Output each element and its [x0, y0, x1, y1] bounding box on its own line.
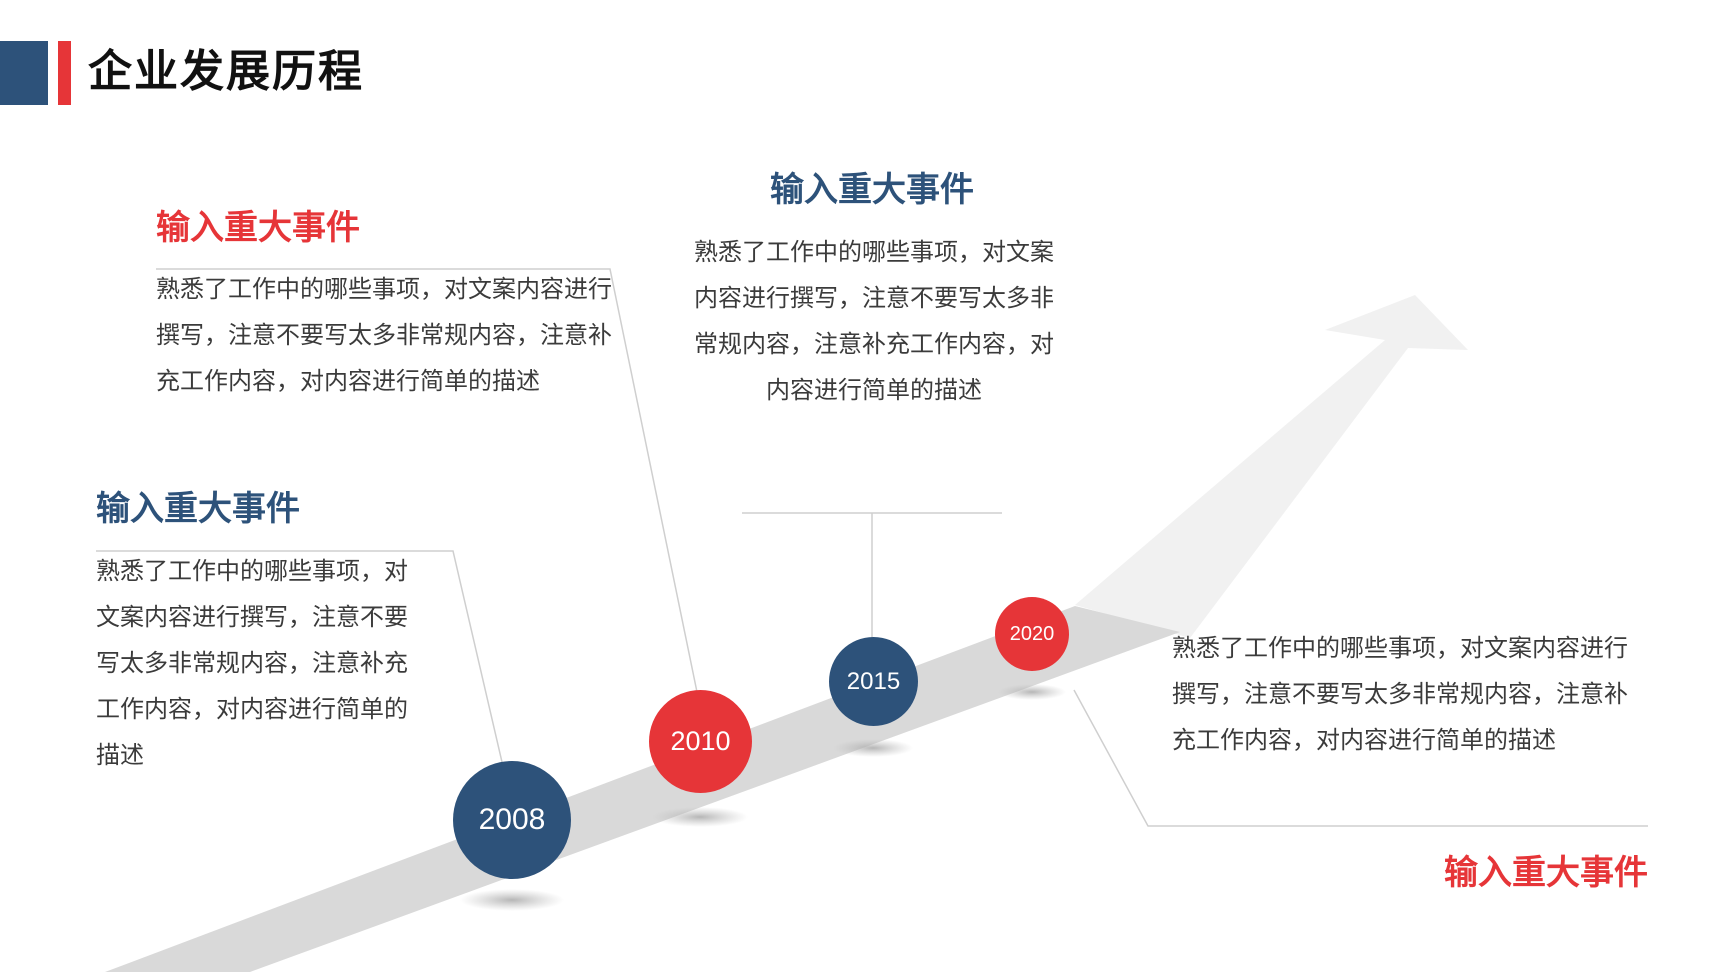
circle-shadow-2008: [460, 889, 564, 911]
event-title-2015: 输入重大事件: [770, 170, 974, 210]
year-circle-2010: 2010: [649, 690, 752, 793]
leader-line-2010: [156, 268, 698, 693]
event-desc-2015: 熟悉了工作中的哪些事项，对文案内容进行撰写，注意不要写太多非常规内容，注意补充工…: [694, 238, 1054, 404]
year-circle-2008: 2008: [453, 761, 571, 879]
event-title-2010: 输入重大事件: [156, 208, 360, 248]
header-accent-blue: [0, 41, 48, 105]
event-desc-2020: 熟悉了工作中的哪些事项，对文案内容进行撰写，注意不要写太多非常规内容，注意补充工…: [1172, 634, 1628, 754]
circle-shadow-2015: [833, 739, 913, 757]
page-title: 企业发展历程: [88, 46, 364, 97]
leader-line-2008: [96, 550, 506, 776]
circle-shadow-2020: [998, 684, 1066, 700]
year-circle-2015: 2015: [829, 637, 918, 726]
growth-arrow: [1075, 295, 1468, 638]
event-desc-2010: 熟悉了工作中的哪些事项，对文案内容进行撰写，注意不要写太多非常规内容，注意补充工…: [156, 275, 612, 395]
event-title-2008: 输入重大事件: [96, 489, 300, 529]
year-circle-2020: 2020: [995, 597, 1069, 671]
header-accent-red: [58, 41, 71, 105]
circle-shadow-2010: [652, 807, 748, 827]
leader-line-2020: [1073, 689, 1648, 827]
event-desc-2008: 熟悉了工作中的哪些事项，对文案内容进行撰写，注意不要写太多非常规内容，注意补充工…: [96, 557, 408, 769]
event-title-2020: 输入重大事件: [1444, 853, 1648, 893]
